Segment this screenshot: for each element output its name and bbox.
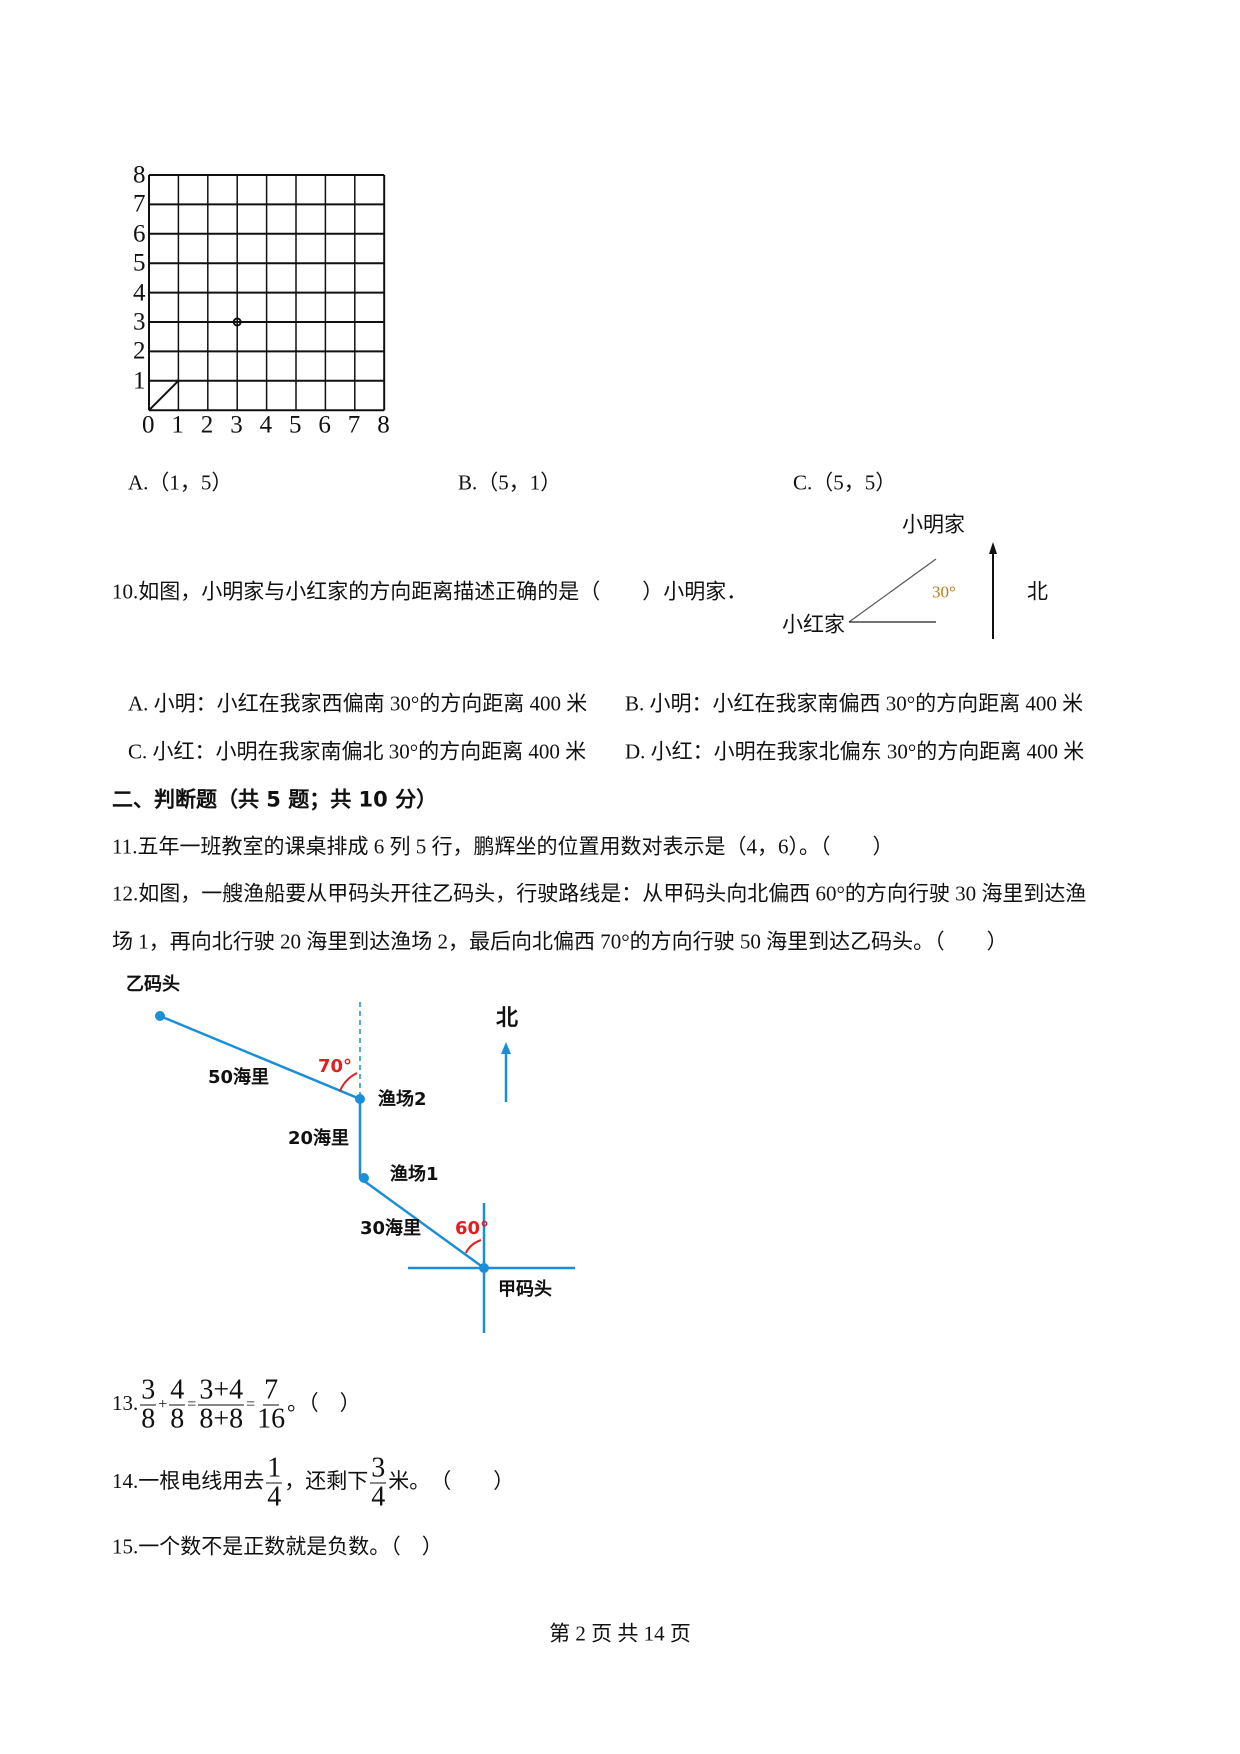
distance-50-label: 50海里 [208,1067,270,1088]
question-15: 15.一个数不是正数就是负数。（ ） [112,1534,443,1559]
y-tick-label: 1 [133,367,146,395]
x-tick-label: 0 [142,411,155,439]
pier-a-label: 甲码头 [498,1279,552,1300]
xiaoming-home-label: 小明家 [902,512,965,537]
x-tick-label: 8 [377,411,390,439]
y-tick-label: 3 [133,308,146,336]
question-10: 10.如图，小明家与小红家的方向距离描述正确的是（ ）小明家． [112,579,748,604]
question-11: 11.五年一班教室的课桌排成 6 列 5 行，鹏辉坐的位置用数对表示是（4，6）… [112,834,894,859]
diagonal-line [148,380,180,411]
question-12-line2: 场 1，再向北行驶 20 海里到达渔场 2，最后向北偏西 70°的方向行驶 50… [112,929,1008,954]
x-tick-label: 5 [289,411,302,439]
y-tick-label: 5 [133,249,146,277]
grid-point [232,317,242,327]
distance-30-label: 30海里 [360,1218,422,1239]
fishery-1-label: 渔场1 [390,1164,439,1185]
angle-label: 30° [932,582,956,602]
option-c[interactable]: C. 小红：小明在我家南偏北 30°的方向距离 400 米 [128,739,587,764]
angle-60-label: 60° [455,1218,490,1239]
x-tick-label: 1 [171,411,184,439]
x-tick-label: 2 [200,411,214,439]
option-b[interactable]: B.（5，1） [458,470,562,495]
x-tick-label: 7 [347,411,361,439]
question-number: 13. [112,1390,139,1415]
x-tick-label: 4 [259,411,273,439]
xiaohong-home-label: 小红家 [782,612,845,637]
pier-b-label: 乙码头 [126,974,180,995]
fishery-2-label: 渔场2 [378,1089,427,1110]
y-tick-label: 2 [133,337,146,365]
question-12-line1: 12.如图，一艘渔船要从甲码头开往乙码头，行驶路线是：从甲码头向北偏西 60°的… [112,881,1087,906]
option-c[interactable]: C.（5，5） [793,470,897,495]
x-tick-label: 6 [318,411,331,439]
north-arrow-icon [501,1042,511,1054]
y-tick-label: 6 [133,220,146,248]
distance-20-label: 20海里 [288,1128,350,1149]
option-a[interactable]: A.（1，5） [128,470,233,495]
angle-70-label: 70° [318,1056,353,1077]
option-a[interactable]: A. 小明：小红在我家西偏南 30°的方向距离 400 米 [128,691,588,716]
north-label: 北 [1027,579,1048,604]
x-tick-label: 3 [230,411,243,439]
y-tick-label: 4 [133,279,146,307]
option-b[interactable]: B. 小明：小红在我家南偏西 30°的方向距离 400 米 [625,691,1084,716]
north-arrow-icon [989,542,997,554]
section-heading: 二、判断题（共 5 题；共 10 分） [112,787,438,812]
y-tick-label: 8 [133,161,146,189]
page-footer: 第 2 页 共 14 页 [549,1621,691,1646]
north-label: 北 [496,1006,519,1031]
y-tick-label: 7 [133,190,146,218]
option-d[interactable]: D. 小红：小明在我家北偏东 30°的方向距离 400 米 [625,739,1085,764]
